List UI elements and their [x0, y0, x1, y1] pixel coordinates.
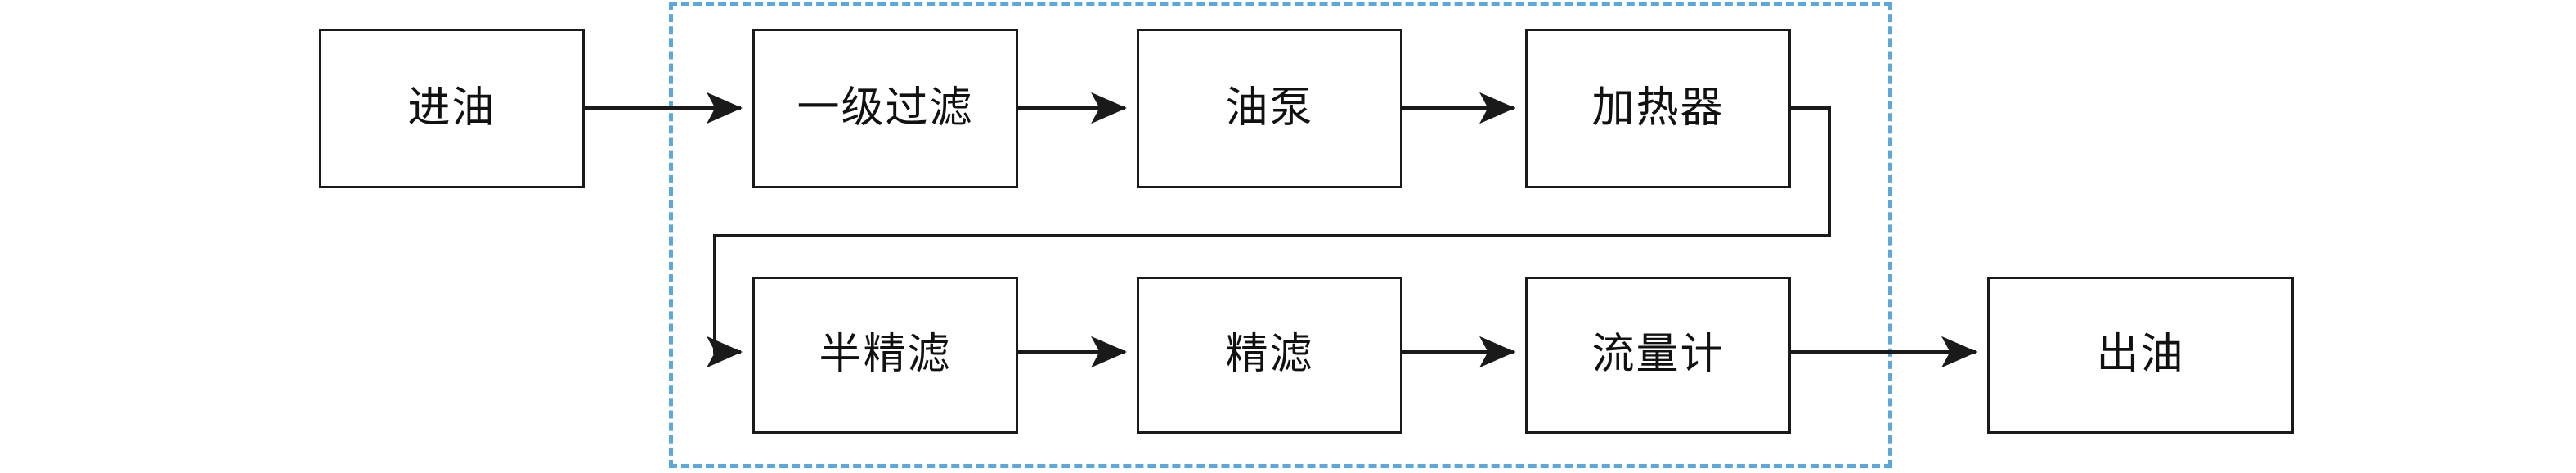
node-semifilter-label: 半精滤 — [819, 331, 952, 378]
node-outlet-label: 出油 — [2096, 331, 2185, 378]
node-finefilter[interactable]: 精滤 — [1137, 277, 1402, 434]
node-inlet[interactable]: 进油 — [319, 29, 585, 188]
node-flowmeter[interactable]: 流量计 — [1525, 277, 1791, 434]
node-oilpump[interactable]: 油泵 — [1137, 29, 1402, 188]
dashed-module-region — [669, 2, 1892, 468]
node-prefilter[interactable]: 一级过滤 — [752, 29, 1018, 188]
node-finefilter-label: 精滤 — [1225, 331, 1314, 378]
node-outlet[interactable]: 出油 — [1987, 277, 2294, 434]
node-inlet-label: 进油 — [407, 84, 496, 132]
node-semifilter[interactable]: 半精滤 — [752, 277, 1018, 434]
node-heater-label: 加热器 — [1591, 84, 1725, 132]
node-heater[interactable]: 加热器 — [1525, 29, 1791, 188]
node-flowmeter-label: 流量计 — [1591, 331, 1725, 378]
node-oilpump-label: 油泵 — [1225, 84, 1314, 132]
node-prefilter-label: 一级过滤 — [797, 84, 974, 132]
